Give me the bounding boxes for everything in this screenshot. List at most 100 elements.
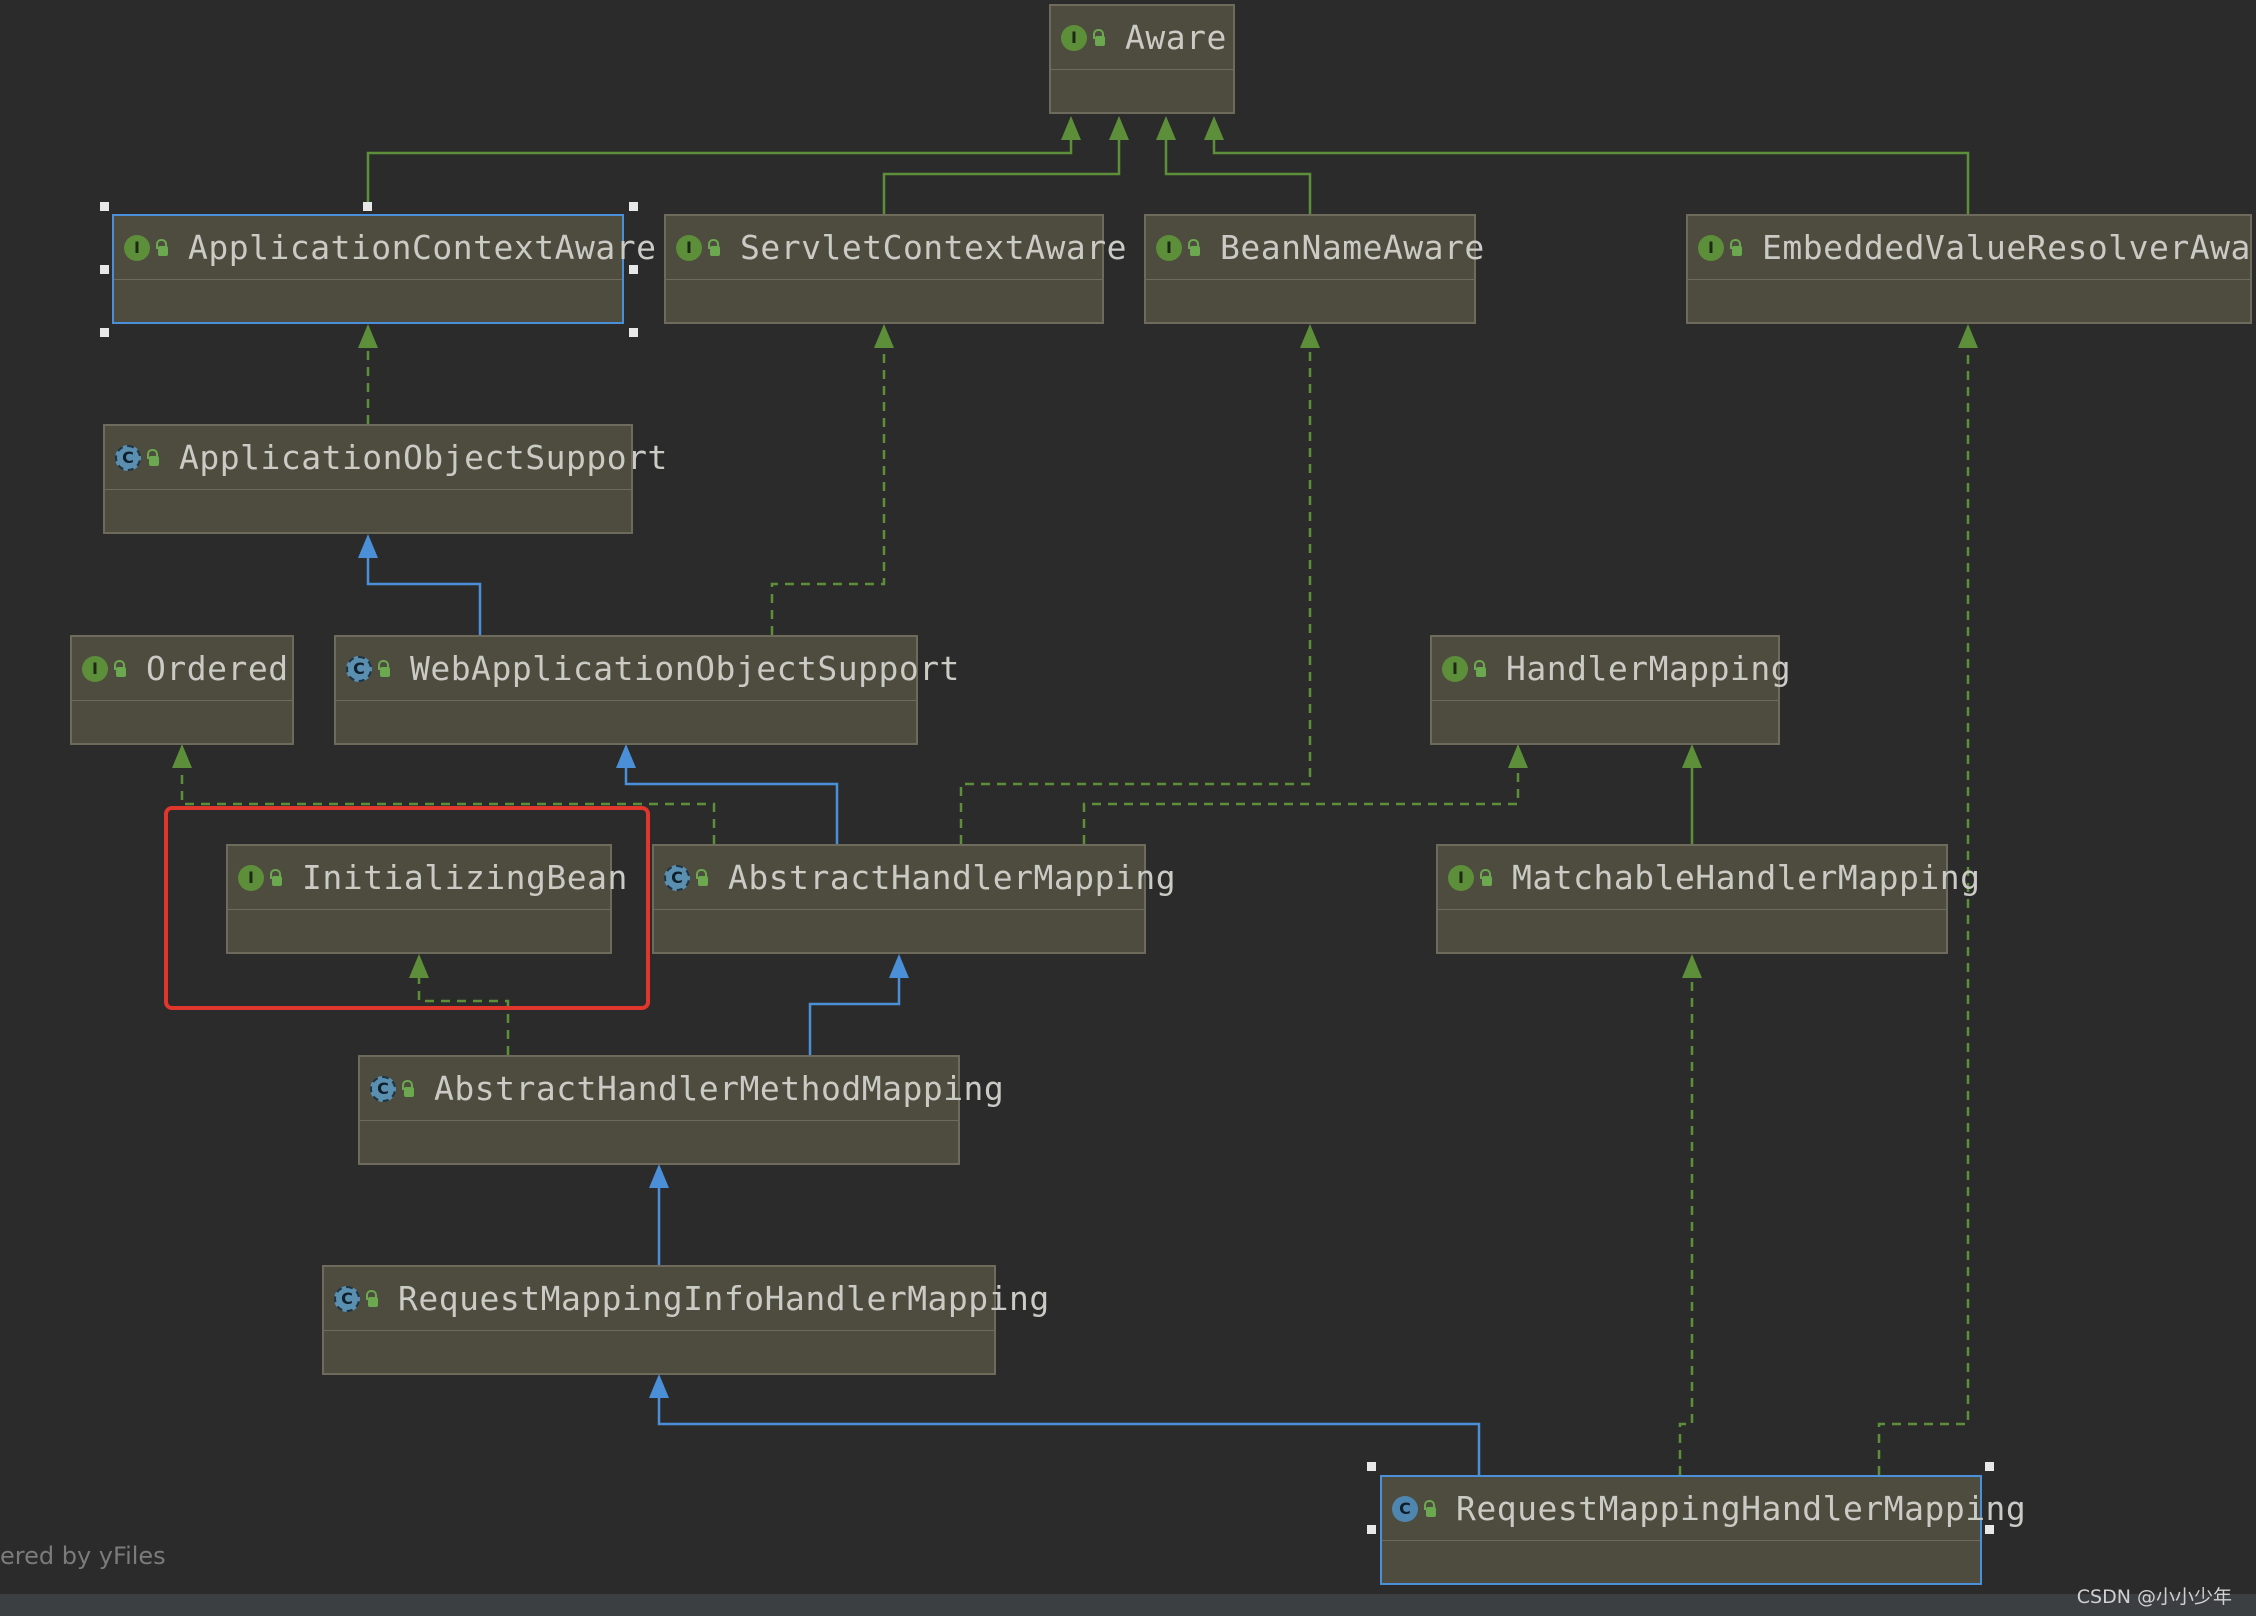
node-aware[interactable]: I Aware (1049, 4, 1235, 114)
abstract-class-icon: C (334, 1285, 360, 1312)
node-matchable-handler-mapping[interactable]: I MatchableHandlerMapping (1436, 844, 1980, 954)
edge-abstract-handler-mapping-to-bean-name-aware (959, 346, 1312, 844)
public-visibility-icon (1093, 28, 1107, 47)
edge-abstract-handler-method-mapping-to-abstract-handler-mapping (808, 976, 901, 1055)
edge-servlet-context-aware-to-aware (882, 122, 1121, 214)
edge-abstract-handler-method-mapping-to-initializing-bean (417, 976, 510, 1055)
selection-handle[interactable] (1367, 1462, 1376, 1471)
node-label: MatchableHandlerMapping (1512, 858, 1981, 897)
public-visibility-icon (1474, 659, 1488, 678)
bottom-scroll-bar[interactable] (0, 1594, 2256, 1616)
selection-handle[interactable] (100, 328, 109, 337)
public-visibility-icon (156, 238, 170, 257)
node-web-application-object-support[interactable]: C WebApplicationObjectSupport (334, 635, 959, 745)
arrowhead (1682, 954, 1702, 978)
node-initializing-bean[interactable]: I InitializingBean (226, 844, 627, 954)
node-label: RequestMappingInfoHandlerMapping (398, 1279, 1050, 1318)
selection-handle[interactable] (629, 328, 638, 337)
arrowhead (889, 954, 909, 978)
interface-icon: I (1442, 655, 1468, 682)
public-visibility-icon (270, 868, 284, 887)
edge-request-mapping-handler-to-embedded-value-resolver-aware (1877, 346, 1970, 1475)
arrowhead (1958, 324, 1978, 348)
node-request-mapping-handler-mapping[interactable]: C RequestMappingHandlerMapping (1380, 1475, 2026, 1585)
selection-handle[interactable] (1985, 1462, 1994, 1471)
arrowhead (649, 1374, 669, 1398)
arrowhead (1061, 116, 1081, 140)
yfiles-credit: ered by yFiles (0, 1542, 166, 1570)
interface-icon: I (1061, 24, 1087, 51)
arrowheads (172, 116, 1978, 1398)
abstract-class-icon: C (115, 444, 141, 471)
selection-handle[interactable] (1985, 1525, 1994, 1534)
node-request-mapping-info-handler-mapping[interactable]: C RequestMappingInfoHandlerMapping (322, 1265, 1049, 1375)
arrowhead (1508, 744, 1528, 768)
edge-embedded-value-resolver-aware-to-aware (1212, 122, 1970, 214)
interface-icon: I (1156, 234, 1182, 261)
selection-handle[interactable] (100, 265, 109, 274)
interface-icon: I (1698, 234, 1724, 261)
node-label: ApplicationContextAware (188, 228, 657, 267)
arrowhead (1204, 116, 1224, 140)
node-label: RequestMappingHandlerMapping (1456, 1489, 2027, 1528)
node-label: ServletContextAware (740, 228, 1127, 267)
selection-handle[interactable] (629, 265, 638, 274)
node-bean-name-aware[interactable]: I BeanNameAware (1144, 214, 1484, 324)
public-visibility-icon (114, 659, 128, 678)
public-visibility-icon (366, 1289, 380, 1308)
abstract-class-icon: C (370, 1075, 396, 1102)
node-ordered[interactable]: I Ordered (70, 635, 294, 745)
abstract-class-icon: C (346, 655, 372, 682)
public-visibility-icon (696, 868, 710, 887)
selection-handle[interactable] (1367, 1525, 1376, 1534)
node-label: Aware (1125, 18, 1227, 57)
public-visibility-icon (1730, 238, 1744, 257)
interface-icon: I (238, 864, 264, 891)
arrowhead (1156, 116, 1176, 140)
edge-bean-name-aware-to-aware (1164, 122, 1312, 214)
public-visibility-icon (1188, 238, 1202, 257)
edge-abstract-handler-mapping-to-handler-mapping (1082, 766, 1520, 844)
selection-handle[interactable] (100, 202, 109, 211)
watermark: CSDN @小小少年 (2076, 1586, 2232, 1608)
public-visibility-icon (402, 1079, 416, 1098)
public-visibility-icon (708, 238, 722, 257)
highlight-box (164, 806, 650, 1010)
edge-request-mapping-handler-to-matchable-handler-mapping (1678, 976, 1694, 1475)
edge-web-app-object-support-to-app-object-support (366, 556, 482, 635)
node-label: AbstractHandlerMapping (728, 858, 1177, 897)
node-label: ApplicationObjectSupport (179, 438, 668, 477)
node-abstract-handler-mapping[interactable]: C AbstractHandlerMapping (652, 844, 1176, 954)
interface-icon: I (82, 655, 108, 682)
edge-abstract-handler-mapping-to-web-app-object-support (624, 766, 839, 844)
arrowhead (874, 324, 894, 348)
arrowhead (358, 324, 378, 348)
arrowhead (409, 954, 429, 978)
selection-handle[interactable] (629, 202, 638, 211)
arrowhead (1109, 116, 1129, 140)
node-label: InitializingBean (302, 858, 628, 897)
abstract-class-icon: C (664, 864, 690, 891)
edge-web-app-object-support-to-servlet-context-aware (770, 346, 886, 635)
node-label: Ordered (146, 649, 289, 688)
node-label: HandlerMapping (1506, 649, 1792, 688)
selection-handle[interactable] (363, 202, 372, 211)
arrowhead (1682, 744, 1702, 768)
arrowhead (1300, 324, 1320, 348)
node-application-object-support[interactable]: C ApplicationObjectSupport (103, 424, 667, 534)
node-label: WebApplicationObjectSupport (410, 649, 960, 688)
arrowhead (172, 744, 192, 768)
class-icon: C (1392, 1495, 1418, 1522)
edge-abstract-handler-mapping-to-ordered (180, 766, 716, 844)
node-label: BeanNameAware (1220, 228, 1485, 267)
edge-request-mapping-handler-to-request-mapping-info (657, 1396, 1481, 1475)
interface-icon: I (1448, 864, 1474, 891)
arrowhead (358, 534, 378, 558)
node-handler-mapping[interactable]: I HandlerMapping (1430, 635, 1791, 745)
